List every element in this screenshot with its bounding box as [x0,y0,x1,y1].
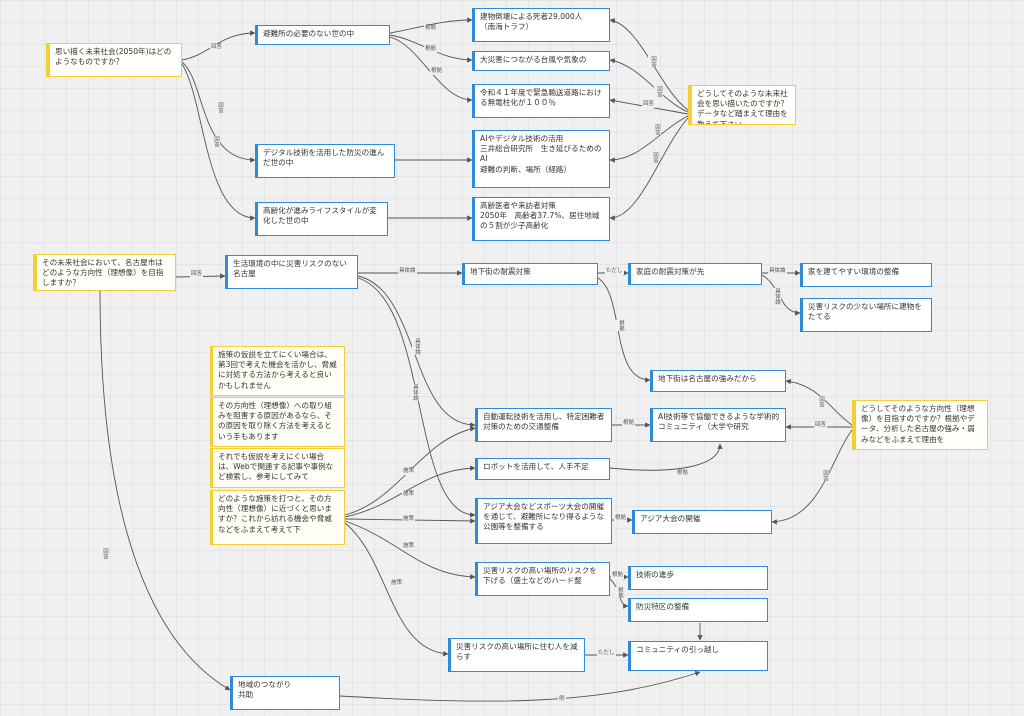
hint-note-2: その方向性（理想像）への取り組みを阻害する原因があるなら、その原因を取り除く方法… [210,397,345,447]
node-b2-community[interactable]: 地域のつながり 共助 [230,676,340,710]
node-c3-housing-env[interactable]: 家を建てやすい環境の整備 [800,263,932,287]
edge-label: 施策 [402,491,416,498]
node-d6-reduce-risk[interactable]: 災害リスクの高い場所のリスクを下げる（盛土などのハード整 [475,562,610,596]
node-d3-robots[interactable]: ロボットを活用して、人手不足 [475,458,610,480]
edge-label: 根拠 [615,587,624,598]
node-e1-deaths[interactable]: 建物倒壊による死者29,000人 （南海トラフ） [472,8,610,42]
node-a1-no-shelter[interactable]: 避難所の必要のない世の中 [255,25,390,45]
node-a3-aging[interactable]: 高齢化が進みライフスタイルが変化した世の中 [255,202,388,236]
node-q1-future-society[interactable]: 思い描く未来社会(2050年)はどのようなものですか？ [46,43,182,77]
node-e5-elderly[interactable]: 高齢医者や来訪者対策 2050年 高齢者37.7%、居住地域の５割が少子高齢化 [472,197,610,241]
edge-label: 回答 [210,44,224,51]
edge-label: 根拠 [611,572,625,579]
edge-label: 回答 [650,152,659,163]
node-q4-why-direction[interactable]: どうしてそのような方向性（理想像）を目指すのですか？根拠やデータ、分析した名古屋… [852,400,988,450]
edge-label: 根拠 [424,46,438,53]
node-q3-direction[interactable]: その未来社会において、名古屋市はどのような方向性（理想像）を目指しますか？ [33,254,176,291]
edge-label: 具体論 [412,338,421,355]
edge-label: 根拠 [614,515,628,522]
hint-note-1: 施策の仮説を立てにくい場合は、第3回で考えた機会を活かし、脅威に対処する方法から… [210,346,345,396]
edge-label: 根拠 [430,68,444,75]
edge-label: 回答 [100,548,109,559]
edge-label: 根拠 [676,470,690,477]
node-d9-fewer-residents[interactable]: 災害リスクの高い場所に住む人を減らす [448,638,585,672]
node-c2-home-quake[interactable]: 家庭の耐震対策が先 [628,263,762,285]
edge-label: ただし [597,650,616,657]
edge-label: 例 [558,696,566,703]
edge-label: 施策 [402,468,416,475]
hint-note-4: どのような施策を打つと、その方向性（理想像）に近づくと思いますか？これから訪れる… [210,490,345,545]
edge-label: 回答 [652,124,661,135]
node-a2-digital-disaster[interactable]: デジタル技術を活用した防災の進んだ世の中 [255,144,395,178]
edge-d3-d2 [609,443,723,471]
edge-label: 回答 [211,136,220,147]
edge-label: 回答 [648,56,657,67]
edge-q4-d5 [771,429,853,525]
edge-label: 施策 [402,543,416,550]
node-d1-autonomous[interactable]: 自動運転技術を活用し、特定困難者対策のための交通整備 [475,408,612,442]
edge-label: 回答 [654,86,663,97]
node-q2-why-future[interactable]: どうしてそのような未来社会を思い描いたのですか？データなど踏まえて理由を教えて下… [688,85,796,125]
edge-label: ただし [605,268,624,275]
edge-label: 根拠 [622,420,636,427]
node-d5-asian-games[interactable]: アジア大会の開催 [632,510,772,534]
node-e2-typhoon[interactable]: 大災害につながる台風や気象の [472,51,610,71]
node-e4-ai-tech[interactable]: AIやデジタル技術の活用 三井総合研究所 生き延びるためのAI 避難の判断、場所… [472,130,610,188]
edge-label: 回答 [190,271,204,278]
edge-label: 具体論 [772,288,781,305]
node-d10-community-move[interactable]: コミュニティの引っ越し [628,641,768,671]
edge-label: 施策 [402,516,416,523]
edge-label: 具体論 [410,384,419,401]
edge-label: 回答 [820,470,829,481]
edge-label: 根拠 [616,320,625,331]
edge-label: 回答 [816,396,825,407]
node-e3-utility-poles[interactable]: 令和４１年度で緊急輸送道路における無電柱化が１００％ [472,84,610,118]
node-c4-low-risk-build[interactable]: 災害リスクの少ない場所に建物をたてる [800,298,932,332]
node-d4-asian-games-parks[interactable]: アジア大会などスポーツ大会の開催を通じて、避難所になり得るような公園等を整備する [475,498,612,544]
edge-label: 具体論 [768,268,787,275]
edge-label: 回答 [215,102,224,113]
edge-q2-e5 [609,117,689,221]
node-d7-tech-progress[interactable]: 技術の進歩 [628,566,768,590]
node-d2-ai-academic[interactable]: AI技術等で協働できるような学術的コミュニティ（大学や研究 [650,408,786,442]
edge-c2-c4 [761,274,801,316]
edge-n4-d9 [344,522,449,657]
edge-label: 根拠 [424,25,438,32]
node-d8-special-zone[interactable]: 防災特区の整備 [628,598,768,622]
hint-note-3: それでも仮説を考えにくい場合は、Webで関連する記事や事例など検索し、参考にして… [210,448,345,488]
node-c5-underground-strength[interactable]: 地下街は名古屋の強みだから [650,370,786,392]
edge-label: 施策 [390,580,404,587]
node-c1-underground[interactable]: 地下街の耐震対策 [462,263,598,285]
edge-label: 具体論 [398,268,417,275]
edge-label: 回答 [814,422,828,429]
edge-label: 回答 [642,101,656,108]
edge-b2-d10 [339,670,701,702]
edge-q2-e4 [609,115,689,163]
node-b1-no-risk-nagoya[interactable]: 生活環境の中に災害リスクのない名古屋 [225,255,358,289]
